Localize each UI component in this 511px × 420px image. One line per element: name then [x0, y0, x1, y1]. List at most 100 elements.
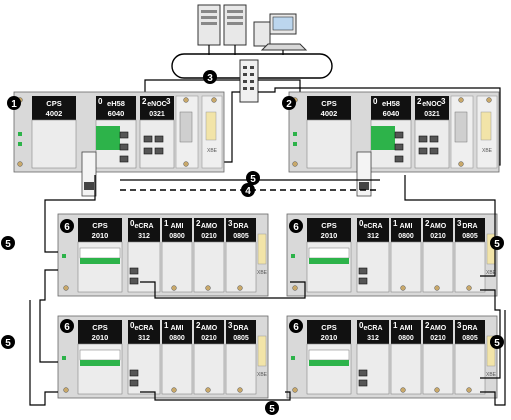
callout-5a: 5: [246, 171, 260, 185]
server-icon: [223, 4, 247, 46]
callout-3: 3: [203, 70, 217, 84]
ecra-module-line1: eCRA: [134, 325, 153, 332]
slot-number-1: 1: [393, 321, 398, 330]
cps-module-line2: 2010: [92, 231, 109, 240]
ami-module-line1: AMI: [400, 325, 413, 332]
xbe-label: XBE: [486, 270, 497, 276]
slot-number-1: 1: [393, 219, 398, 228]
ecra-module-line1: eCRA: [363, 325, 382, 332]
ami-module-line1: AMI: [171, 325, 184, 332]
ecra-module: eCRA 312: [356, 320, 390, 395]
callout-5c: 5: [490, 236, 504, 250]
cps-module-line2: 4002: [321, 109, 338, 118]
xbe-label: XBE: [486, 372, 497, 378]
slot-number-2: 2: [425, 321, 430, 330]
amo-module-line2: 0210: [430, 335, 446, 342]
dra-module-line1: DRA: [233, 325, 248, 332]
slot-number-2: 2: [142, 97, 147, 106]
ecra-module-line2: 312: [138, 233, 150, 240]
slot-number-1: 1: [164, 219, 169, 228]
callout-1-label: 1: [11, 99, 17, 110]
dra-module-line1: DRA: [462, 325, 477, 332]
ami-module-line1: AMI: [171, 223, 184, 230]
cps-module-line1: CPS: [321, 323, 336, 332]
ami-module-line2: 0800: [169, 335, 185, 342]
ami-module-line1: AMI: [400, 223, 413, 230]
amo-module-line2: 0210: [201, 335, 217, 342]
ami-module-line2: 0800: [169, 233, 185, 240]
cps-module-line1: CPS: [46, 99, 61, 108]
callout-6d-label: 6: [293, 322, 299, 333]
dra-module-line1: DRA: [462, 223, 477, 230]
enoc-module-line2: 0321: [424, 111, 440, 118]
amo-module-line1: AMO: [201, 325, 218, 332]
callout-5b-label: 5: [5, 239, 11, 250]
amo-module-line1: AMO: [201, 223, 218, 230]
callout-5d: 5: [1, 335, 15, 349]
cps-module-line1: CPS: [92, 221, 107, 230]
slot-number-0: 0: [98, 97, 103, 106]
dra-module-line1: DRA: [233, 223, 248, 230]
dra-module-line2: 0805: [462, 233, 478, 240]
callout-5f: 5: [265, 401, 279, 415]
callout-6a-label: 6: [64, 222, 70, 233]
callout-6b-label: 6: [293, 222, 299, 233]
network-switch-icon: [239, 59, 259, 103]
cpu-module-line1: eH58: [107, 99, 125, 108]
callout-6b: 6: [289, 219, 303, 233]
cps-module-line2: 4002: [46, 109, 63, 118]
ecra-module-line2: 312: [367, 233, 379, 240]
slot-number-3: 3: [457, 321, 462, 330]
dra-module-line2: 0805: [233, 335, 249, 342]
dra-module-line2: 0805: [462, 335, 478, 342]
dra-module-line2: 0805: [233, 233, 249, 240]
cps-module-line2: 2010: [321, 333, 338, 342]
callout-6c: 6: [60, 319, 74, 333]
callout-6a: 6: [60, 219, 74, 233]
enoc-module-line1: eNOC: [147, 101, 166, 108]
slot-number-3: 3: [228, 219, 233, 228]
slot-number-3: 3: [166, 97, 171, 106]
rio-ring-cabling: [29, 175, 506, 406]
callout-6c-label: 6: [64, 322, 70, 333]
server-group: [197, 4, 308, 51]
ecra-module-line1: eCRA: [134, 223, 153, 230]
server-icon: [197, 4, 221, 46]
dra-module: DRA 0805: [454, 218, 486, 293]
callout-5e: 5: [490, 335, 504, 349]
xbe-label: XBE: [482, 148, 493, 154]
callout-6d: 6: [289, 319, 303, 333]
ecra-module-line2: 312: [367, 335, 379, 342]
slot-number-3: 3: [441, 97, 446, 106]
cpu-module-line1: eH58: [382, 99, 400, 108]
ami-module-line2: 0800: [398, 335, 414, 342]
slot-number-2: 2: [196, 219, 201, 228]
cps-module-line1: CPS: [321, 99, 336, 108]
slot-number-0: 0: [359, 219, 364, 228]
xbe-label: XBE: [257, 372, 268, 378]
slot-number-0: 0: [130, 219, 135, 228]
cps-module-line2: 2010: [321, 231, 338, 240]
cpu-module-line2: 6040: [383, 109, 400, 118]
cpu-display: [96, 126, 120, 150]
callout-5f-label: 5: [269, 404, 275, 415]
callout-1: 1: [7, 96, 21, 110]
amo-module: AMO 0210: [193, 320, 225, 395]
callout-5c-label: 5: [494, 239, 500, 250]
slot-number-3: 3: [228, 321, 233, 330]
slot-number-0: 0: [373, 97, 378, 106]
enoc-module-line2: 0321: [149, 111, 165, 118]
